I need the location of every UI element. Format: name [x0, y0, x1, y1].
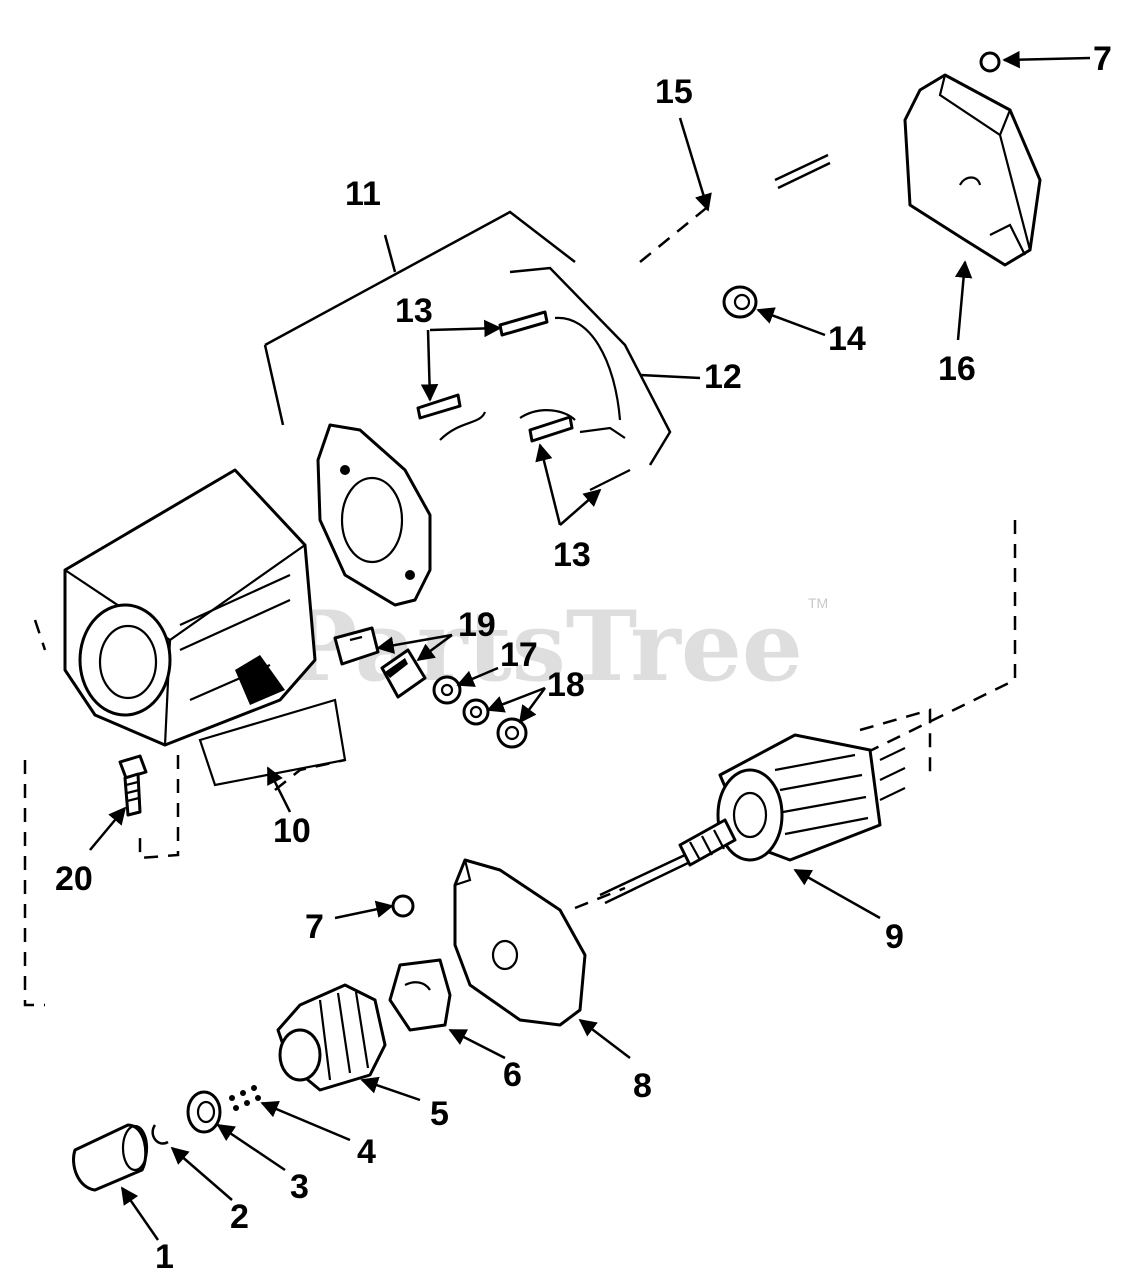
callout-16: 16 — [938, 350, 976, 388]
callout-7-top: 7 — [1093, 40, 1112, 78]
callout-12: 12 — [704, 358, 742, 396]
callout-13-bottom: 13 — [553, 536, 591, 574]
callout-11: 11 — [345, 175, 381, 213]
callout-9: 9 — [885, 918, 904, 956]
field-frame-housing — [63, 468, 347, 787]
part-3-collar — [186, 1090, 222, 1134]
brush-assembly — [416, 310, 631, 491]
callout-arrows — [89, 50, 1091, 1241]
part-14-washer — [722, 285, 758, 319]
part-2-snap-ring — [151, 1124, 169, 1145]
callout-4: 4 — [357, 1133, 376, 1171]
callout-14: 14 — [828, 320, 866, 358]
part-7-nut-lower — [391, 894, 415, 918]
callout-17: 17 — [500, 636, 538, 674]
callout-2: 2 — [230, 1198, 249, 1236]
callout-20: 20 — [55, 860, 93, 898]
assembly-lines — [23, 204, 1017, 1007]
part-1-cap — [72, 1123, 149, 1192]
callout-8: 8 — [633, 1067, 652, 1105]
callout-labels: 7 15 11 13 14 12 16 13 19 17 18 10 20 7 … — [55, 40, 1112, 1276]
callout-13-top: 13 — [395, 292, 433, 330]
part-5-drive-pinion — [276, 983, 387, 1092]
callout-1: 1 — [155, 1238, 174, 1276]
field-coil-bracket — [263, 210, 576, 426]
part-6-retainer — [388, 958, 452, 1032]
part-9-armature — [599, 733, 906, 905]
brush-end-plate — [316, 423, 432, 607]
callout-3: 3 — [290, 1168, 309, 1206]
callout-7-lower: 7 — [305, 908, 324, 946]
callout-10: 10 — [273, 812, 311, 850]
part-15-through-bolt — [774, 153, 831, 190]
part-7-nut-top — [979, 51, 1001, 73]
brush-lead-bracket — [509, 266, 701, 466]
callout-6: 6 — [503, 1056, 522, 1094]
callout-5: 5 — [430, 1095, 449, 1133]
callout-19: 19 — [458, 606, 496, 644]
part-16-end-cap — [903, 73, 1042, 267]
part-4-spring — [229, 1085, 261, 1111]
part-20-bolt — [118, 754, 148, 817]
part-8-drive-end-plate — [453, 858, 587, 1027]
watermark-trademark: TM — [808, 595, 828, 611]
callout-18: 18 — [547, 666, 585, 704]
callout-15: 15 — [655, 73, 693, 111]
